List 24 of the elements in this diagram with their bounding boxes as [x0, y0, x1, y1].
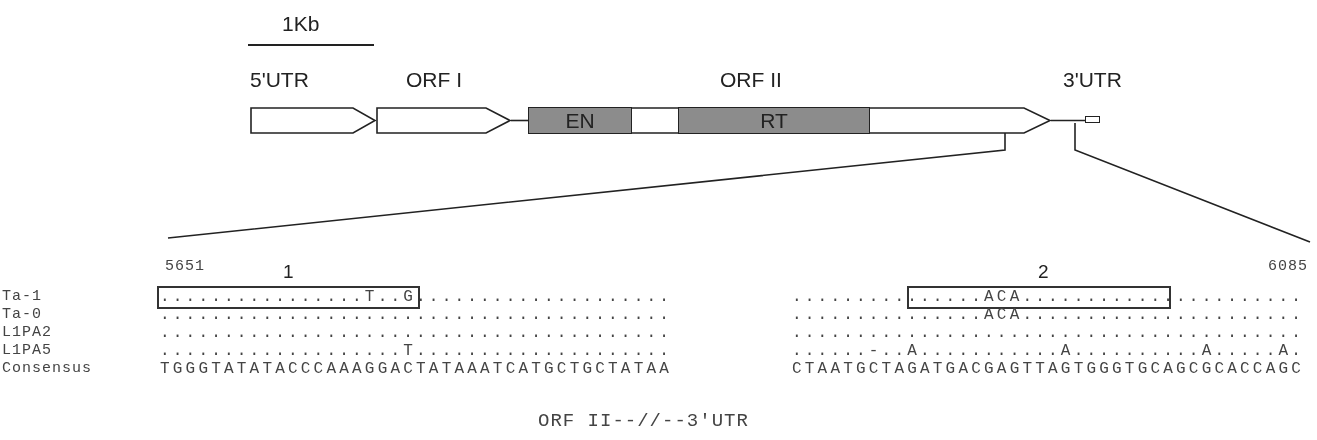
orf-segment: ORF II EN RT — [528, 68, 1051, 134]
sequence-text: ...............ACA...................... — [792, 306, 1305, 324]
sequence-text: CTAATGCTAGATGACGAGTTAGTGGGTGCAGCGCACCAGC — [792, 360, 1305, 378]
domain-box: RT — [678, 107, 870, 134]
sequence-name: Ta-0 — [2, 306, 42, 324]
position-number: 6085 — [1268, 258, 1308, 275]
connector-line — [1050, 119, 1086, 122]
scale-label: 1Kb — [282, 12, 320, 36]
caption: ORF II--//--3'UTR — [538, 410, 749, 432]
sequence-text: ...................T.................... — [160, 342, 673, 360]
utr-block: 3'UTR — [1060, 68, 1132, 124]
sequence-name: Ta-1 — [2, 288, 42, 306]
sequence-text: ........................................ — [160, 324, 673, 342]
sequence-name: Consensus — [2, 360, 92, 378]
sequence-text: ........................................ — [792, 324, 1305, 342]
sequence-text: ........................................ — [160, 306, 673, 324]
domain-box: EN — [528, 107, 632, 134]
sequence-text: TGGGTATATACCCAAAGGACTATAAATCATGCTGCTATAA — [160, 360, 673, 378]
position-number: 5651 — [165, 258, 205, 275]
sequence-name: L1PA2 — [2, 324, 52, 342]
sequence-name: L1PA5 — [2, 342, 52, 360]
orf-segment: ORF I — [376, 68, 511, 134]
sequence-text: ......-..A...........A..........A.....A. — [792, 342, 1305, 360]
utr-segment: 5'UTR — [250, 68, 376, 134]
